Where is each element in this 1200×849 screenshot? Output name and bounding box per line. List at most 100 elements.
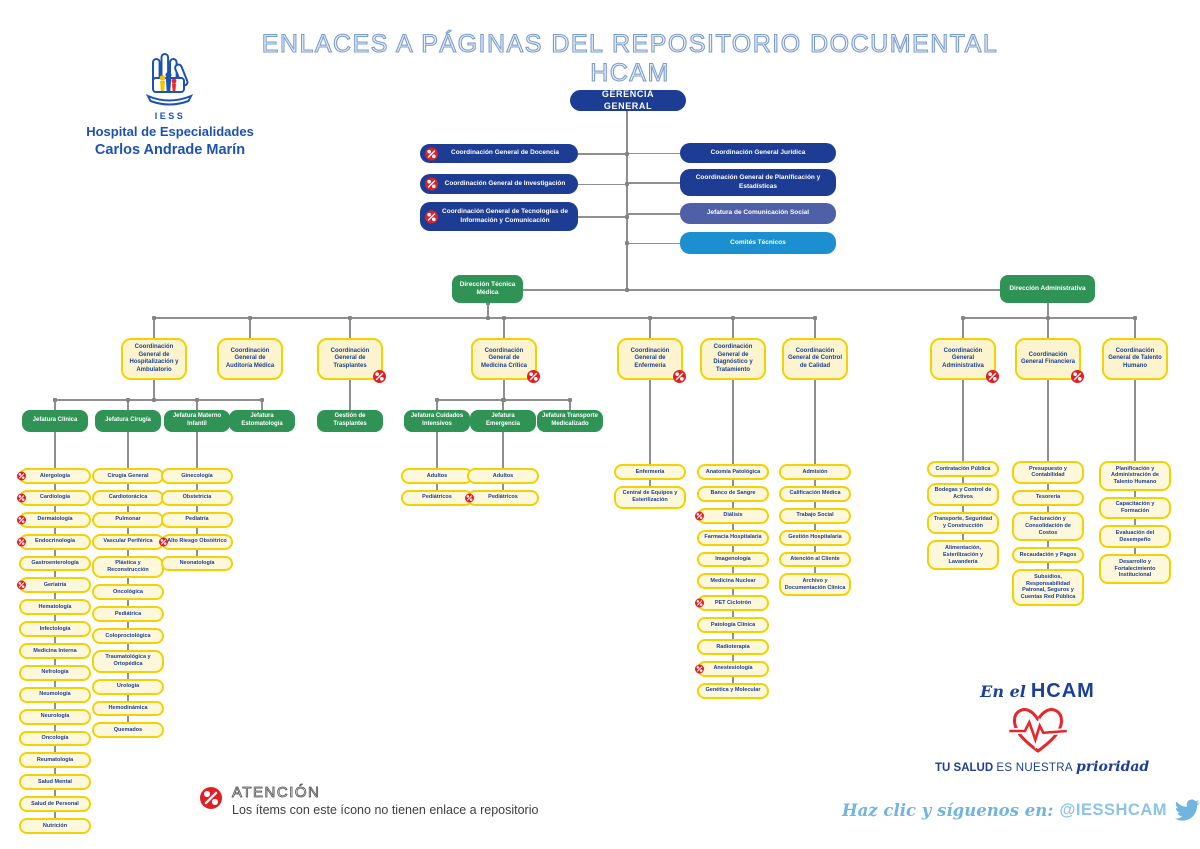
twitter-bird-icon[interactable] [1173, 799, 1200, 822]
unit-pill[interactable]: Archivo y Documentación Clínica [779, 573, 851, 597]
jefatura-box[interactable]: Jefatura Clínica [22, 410, 88, 432]
unit-pill[interactable]: Gastroenterología [19, 555, 91, 572]
unit-pill[interactable]: Enfermería [614, 464, 686, 480]
coordination-box: Coordinación General de Trasplantes [317, 338, 386, 383]
jefatura-box[interactable]: Jefatura Emergencia [470, 410, 536, 432]
unit-pill[interactable]: Hematología [19, 599, 91, 616]
jefatura-box[interactable]: Jefatura Cuidados Intensivos [404, 410, 470, 432]
unit-pill[interactable]: Hemodinámica [92, 700, 164, 717]
unit-pill[interactable]: Neonatología [161, 555, 233, 572]
unit-pill[interactable]: Adultos [467, 468, 539, 484]
unit-pill: Endocrinología [17, 533, 91, 550]
unit-pill[interactable]: Salud Mental [19, 774, 91, 791]
unit-pill[interactable]: Pediátricos [401, 489, 473, 506]
unit-pill[interactable]: Medicina Nuclear [697, 573, 769, 590]
unit-pill[interactable]: Evaluación del Desempeño [1099, 525, 1171, 549]
unit-pill[interactable]: Neumología [19, 686, 91, 703]
unit-pill[interactable]: Medicina Interna [19, 643, 91, 659]
unit-pill[interactable]: Coloproctológica [92, 628, 164, 644]
unit-pill[interactable]: Admisión [779, 464, 851, 480]
jefatura-box[interactable]: Jefatura Transporte Medicalizado [537, 410, 603, 432]
unit-pill[interactable]: Patología Clínica [697, 617, 769, 633]
coordination-box[interactable]: Coordinación General de Hospitalización … [121, 338, 187, 380]
label: Jefatura de Comunicación Social [706, 209, 810, 217]
jefatura-box[interactable]: Jefatura Materno Infantil [164, 410, 230, 432]
coordination-box[interactable]: Coordinación General de Diagnóstico y Tr… [700, 338, 766, 380]
connector-line [649, 378, 651, 498]
unit-pill[interactable]: Salud de Personal [19, 796, 91, 812]
unit-pill[interactable]: Gestión Hospitalaria [779, 529, 851, 546]
label: Coordinación General de Enfermería [630, 347, 670, 369]
connector-dot [126, 398, 130, 402]
unit-pill[interactable]: Alimentación, Esterilización y Lavanderí… [927, 540, 999, 570]
unit-pill[interactable]: Traumatológica y Ortopédica [92, 649, 164, 673]
unit-pill[interactable]: Vascular Periférica [92, 533, 164, 550]
unit-pill[interactable]: Transporte, Seguridad y Construcción [927, 511, 999, 535]
top-coordination-box[interactable]: Coordinación General Jurídica [680, 143, 836, 163]
unit-pill[interactable]: Pulmonar [92, 511, 164, 528]
unit-pill: Anestesiología [695, 660, 769, 677]
unit-pill[interactable]: Calificación Médica [779, 485, 851, 502]
unit-pill[interactable]: Oncología [19, 730, 91, 747]
top-coordination-box[interactable]: Coordinación General de Planificación y … [680, 169, 836, 196]
unit-pill[interactable]: Plástica y Reconstrucción [92, 555, 164, 579]
top-coordination-box[interactable]: Jefatura de Comunicación Social [680, 203, 836, 224]
unit-pill[interactable]: Atención al Cliente [779, 551, 851, 568]
unit-pill[interactable]: Subsidios, Responsabilidad Patronal, Seg… [1012, 569, 1084, 606]
unit-pill[interactable]: Urología [92, 678, 164, 695]
unit-pill[interactable]: Infectología [19, 621, 91, 637]
unit-pill[interactable]: Contratación Pública [927, 461, 999, 477]
connector-line [569, 400, 571, 412]
unit-pill[interactable]: Obstetricia [161, 489, 233, 506]
jefatura-box[interactable]: Jefatura Estomatología [229, 410, 295, 432]
jefatura-box[interactable]: Gestión de Trasplantes [317, 410, 383, 432]
unit-pill[interactable]: Cirugía General [92, 468, 164, 484]
unit-pill[interactable]: Anatomía Patológica [697, 464, 769, 480]
unit-pill[interactable]: Tesorería [1012, 489, 1084, 506]
no-link-icon [373, 370, 386, 383]
unit-pill[interactable]: Central de Equipos y Esterilización [614, 485, 686, 509]
connector-dot [813, 316, 817, 320]
unit-pill[interactable]: Pediátrica [92, 606, 164, 622]
direction-box[interactable]: Dirección Técnica Médica [452, 275, 523, 303]
jefatura-box[interactable]: Jefatura Cirugía [95, 410, 161, 432]
unit-pill[interactable]: Planificación y Administración de Talent… [1099, 461, 1171, 491]
unit-pill[interactable]: Quemados [92, 722, 164, 739]
unit-pill[interactable]: Desarrollo y Fortalecimiento Institucion… [1099, 554, 1171, 584]
unit-pill[interactable]: Farmacia Hospitalaria [697, 529, 769, 546]
unit-pill[interactable]: Nutrición [19, 818, 91, 834]
unit-pill[interactable]: Capacitación y Formación [1099, 496, 1171, 520]
unit-pill[interactable]: Nefrología [19, 664, 91, 681]
unit-pill[interactable]: Trabajo Social [779, 507, 851, 524]
unit-pill[interactable]: Recaudación y Pagos [1012, 547, 1084, 564]
broken-link-icon [200, 787, 222, 809]
top-coordination-box[interactable]: Comités Técnicos [680, 232, 836, 254]
unit-pill[interactable]: Presupuesto y Contabilidad [1012, 461, 1084, 484]
direction-box[interactable]: Dirección Administrativa [1000, 275, 1095, 303]
gerencia-general-box[interactable]: GERENCIA GENERAL [570, 89, 686, 111]
unit-pill[interactable]: Radioterapia [697, 639, 769, 655]
connector-line [55, 399, 262, 401]
unit-pill[interactable]: Reumatología [19, 752, 91, 769]
label: Coordinación General de Trasplantes [330, 347, 370, 369]
unit-pill[interactable]: Imagenología [697, 551, 769, 568]
unit-pill[interactable]: Neurología [19, 708, 91, 725]
coordination-box[interactable]: Coordinación General de Control de Calid… [782, 338, 848, 380]
brand-prefix: En el [980, 682, 1026, 701]
unit-pill[interactable]: Bodegas y Control de Activos [927, 482, 999, 506]
unit-pill[interactable]: Pediatría [161, 511, 233, 528]
no-link-icon [17, 493, 26, 503]
page-title: ENLACES A PÁGINAS DEL REPOSITORIO DOCUME… [261, 29, 999, 87]
unit-pill[interactable]: Oncológica [92, 584, 164, 601]
unit-pill[interactable]: Facturación y Consolidación de Costos [1012, 511, 1084, 542]
unit-pill[interactable]: Ginecología [161, 468, 233, 484]
coordination-box[interactable]: Coordinación General de Auditoría Médica [217, 338, 283, 380]
unit-pill[interactable]: Genética y Molecular [697, 682, 769, 699]
unit-pill[interactable]: Adultos [401, 468, 473, 484]
connector-dot [1046, 316, 1050, 320]
social-follow-line[interactable]: Haz clic y síguenos en: @IESSHCAM [842, 799, 1200, 822]
twitter-handle[interactable]: @IESSHCAM [1059, 801, 1167, 819]
unit-pill[interactable]: Cardiotorácica [92, 489, 164, 506]
coordination-box[interactable]: Coordinación General de Talento Humano [1102, 338, 1168, 380]
unit-pill[interactable]: Banco de Sangre [697, 485, 769, 502]
